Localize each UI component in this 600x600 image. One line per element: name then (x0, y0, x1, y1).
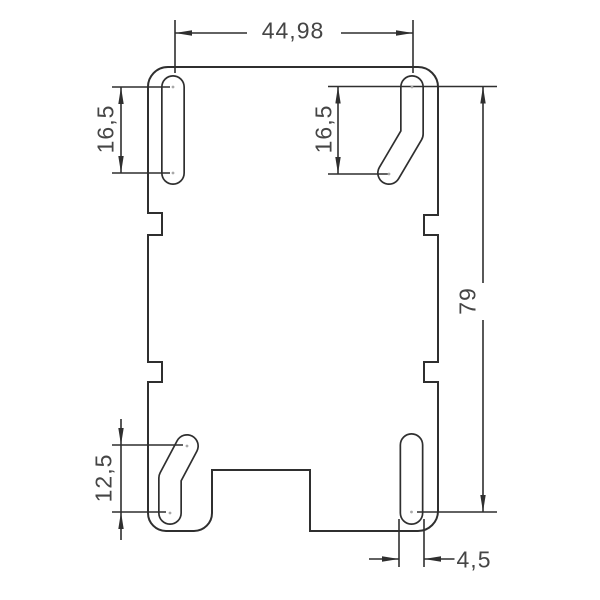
arrowhead-down-icon (118, 156, 124, 173)
center-mark-icon (410, 510, 413, 514)
dim-label-slot-width: 4,5 (454, 546, 494, 573)
arrowhead-down-icon (480, 495, 486, 512)
dimension-slot-width (369, 519, 456, 567)
dimension-bottom-left-slot (112, 419, 183, 540)
center-marks (168, 85, 414, 515)
arrowhead-up-icon (118, 87, 124, 104)
dim-label-overall-height: 79 (454, 285, 481, 317)
center-mark-icon (387, 172, 391, 176)
slot-bottom-left-bent (158, 434, 199, 525)
arrowhead-up-icon (335, 86, 341, 104)
arrowhead-up-icon (118, 512, 124, 529)
arrowhead-right-icon (396, 30, 413, 36)
arrowhead-down-icon (335, 157, 341, 174)
plate-outline (146, 65, 439, 532)
dimension-top-left-slot (112, 86, 170, 174)
arrowhead-left-icon (424, 556, 441, 562)
arrowhead-right-icon (382, 556, 399, 562)
center-mark-icon (185, 444, 189, 448)
dimension-overall-height (417, 86, 497, 513)
dim-label-top-left-slot: 16,5 (92, 102, 119, 156)
dim-label-bottom-left-slot: 12,5 (90, 451, 117, 505)
arrowhead-left-icon (175, 30, 192, 36)
slot-top-right-bent (377, 75, 424, 185)
center-mark-icon (171, 85, 175, 89)
center-mark-icon (171, 171, 175, 175)
arrowhead-up-icon (480, 86, 486, 104)
dimension-top-width (174, 20, 414, 73)
center-mark-icon (168, 511, 172, 515)
dim-label-top-width: 44,98 (259, 17, 327, 44)
dim-label-top-right-slot: 16,5 (310, 102, 337, 156)
center-mark-icon (410, 85, 414, 89)
arrowhead-down-icon (118, 428, 124, 445)
